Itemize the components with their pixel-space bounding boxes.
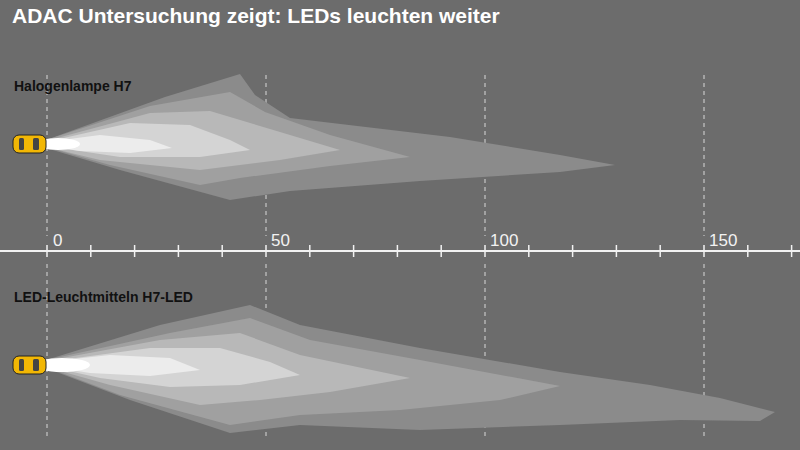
- beam-layer: [46, 92, 410, 185]
- axis-tick: [703, 245, 705, 257]
- axis-number: 0: [53, 231, 62, 251]
- axis-tick: [616, 245, 618, 257]
- beam-layer: [46, 333, 410, 405]
- car-window: [33, 138, 39, 150]
- car-icon: [13, 356, 46, 374]
- beam-layer: [46, 305, 775, 433]
- axis-number: 150: [709, 231, 737, 251]
- axis-tick: [659, 245, 661, 257]
- car-body: [13, 135, 46, 153]
- axis-number: 50: [271, 231, 290, 251]
- series-label: LED-Leuchtmitteln H7-LED: [14, 289, 193, 305]
- car-window: [19, 359, 24, 371]
- axis-tick: [309, 245, 311, 257]
- axis-tick: [353, 245, 355, 257]
- gridline: [704, 75, 705, 236]
- axis-tick: [528, 245, 530, 257]
- axis-tick: [791, 245, 793, 257]
- beam-layer: [46, 123, 250, 157]
- chart-title: ADAC Untersuchung zeigt: LEDs leuchten w…: [12, 4, 500, 28]
- axis-tick: [397, 245, 399, 257]
- car-window: [19, 138, 24, 150]
- axis-tick: [265, 245, 267, 257]
- car-body: [13, 356, 46, 374]
- led-beam: [34, 305, 775, 433]
- car-icon: [13, 135, 46, 153]
- axis-tick: [747, 245, 749, 257]
- distance-axis: [0, 250, 800, 252]
- beam-layer: [46, 318, 560, 425]
- beam-layer: [46, 111, 340, 170]
- series-label: Halogenlampe H7: [14, 78, 131, 94]
- axis-tick: [46, 245, 48, 257]
- car-window: [33, 359, 39, 371]
- axis-tick: [440, 245, 442, 257]
- axis-ticks: [47, 245, 792, 257]
- axis-tick: [178, 245, 180, 257]
- axis-tick: [484, 245, 486, 257]
- axis-tick: [90, 245, 92, 257]
- gridline: [47, 75, 48, 236]
- axis-tick: [221, 245, 223, 257]
- axis-tick: [572, 245, 574, 257]
- axis-number: 100: [490, 231, 518, 251]
- axis-tick: [134, 245, 136, 257]
